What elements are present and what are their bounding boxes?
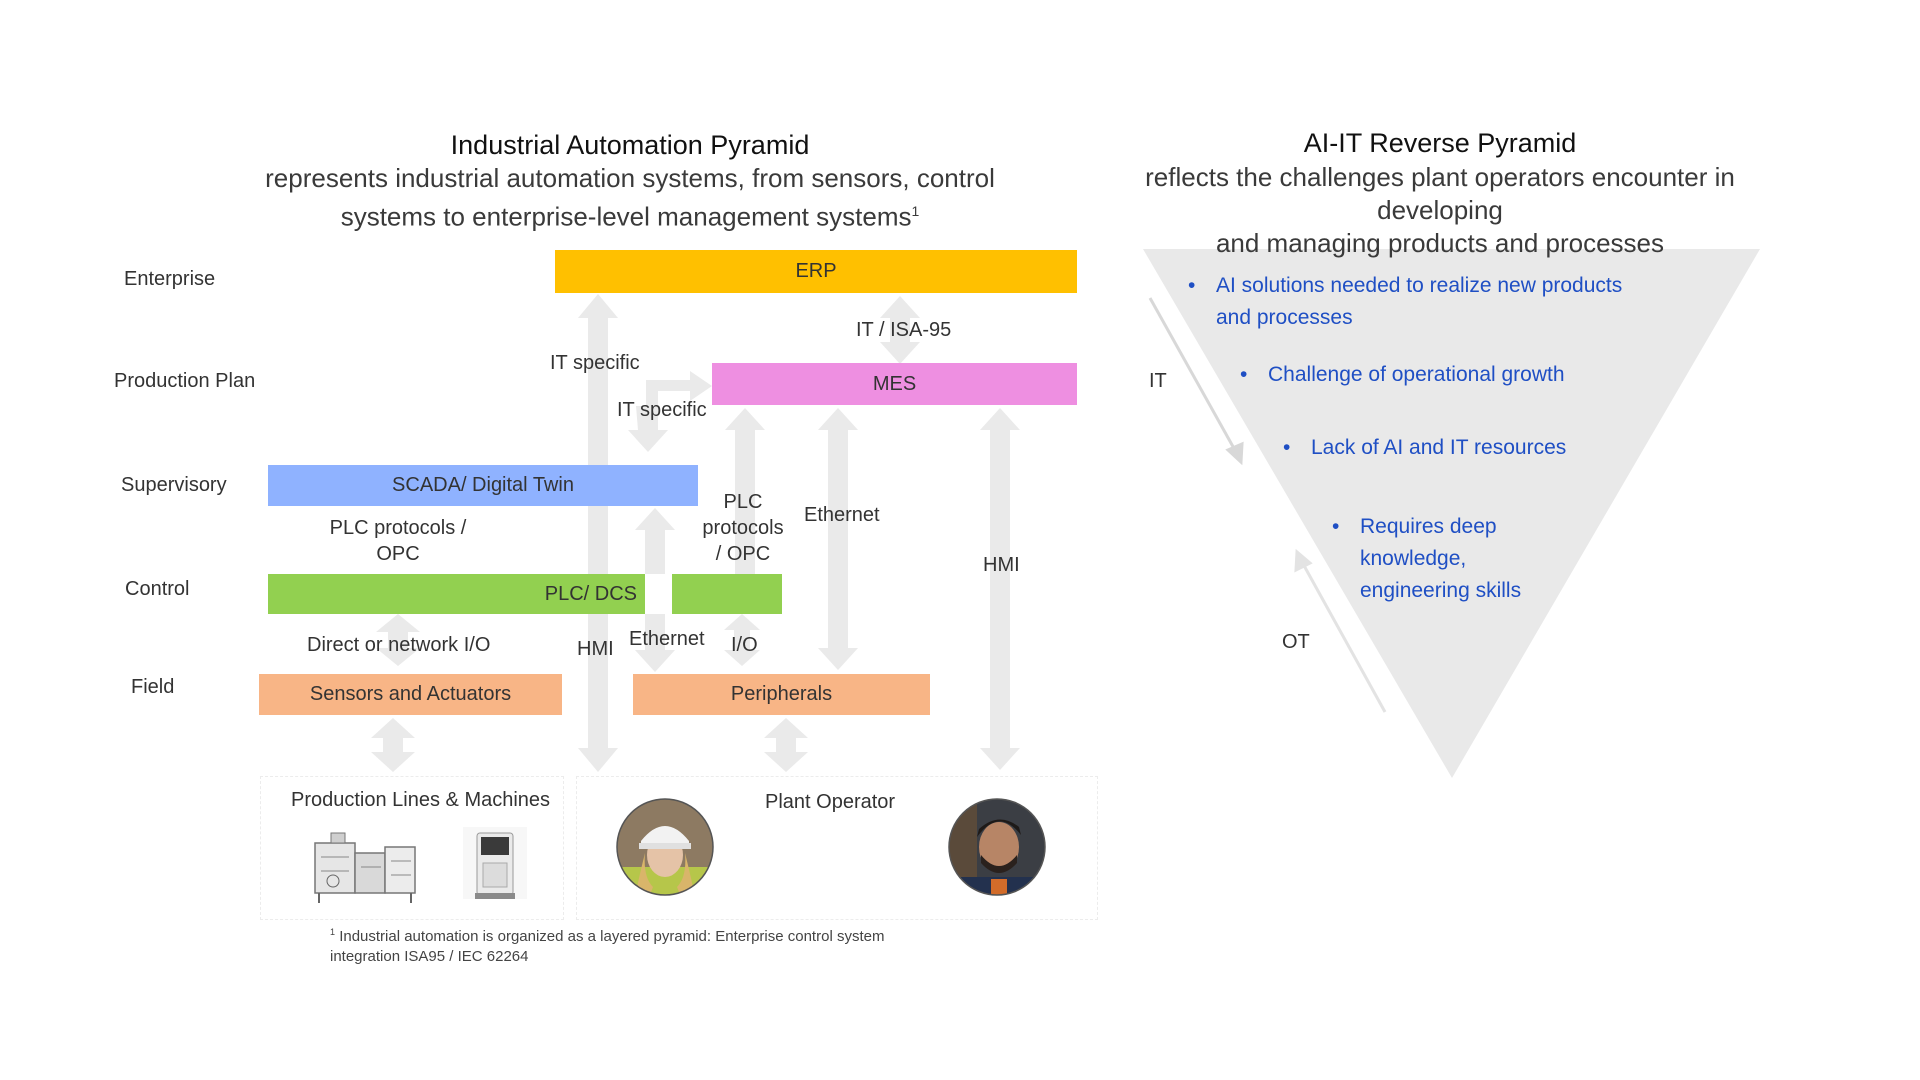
right-title: AI-IT Reverse Pyramid (1303, 128, 1577, 158)
footnote: 1 Industrial automation is organized as … (330, 922, 930, 967)
bullet-dot-3: • (1283, 436, 1291, 459)
plc-bar: PLC/ DCS (268, 574, 782, 614)
label-hmi-2: HMI (577, 638, 614, 660)
cabinet-machine-icon (463, 827, 527, 899)
left-subtitle-line1: represents industrial automation systems… (265, 163, 995, 193)
right-subtitle-line1: reflects the challenges plant operators … (1145, 162, 1735, 225)
bullet-operational-growth-text: Challenge of operational growth (1268, 363, 1565, 386)
label-ot: OT (1282, 631, 1310, 653)
label-it-isa95: IT / ISA-95 (856, 319, 952, 341)
erp-bar: ERP (555, 250, 1077, 293)
arrow-mes-operator (980, 408, 1020, 770)
label-plc-protocols-2-line1: PLC (723, 491, 763, 513)
bullet-operational-growth: • Challenge of operational growth (1240, 359, 1668, 391)
bullet-deep-knowledge: • Requires deep knowledge, engineering s… (1332, 511, 1600, 607)
plant-operator-panel: Plant Operator (576, 776, 1098, 920)
production-lines-label: Production Lines & Machines (291, 789, 551, 811)
bullet-dot-4: • (1332, 515, 1340, 538)
right-subtitle: reflects the challenges plant operators … (1080, 161, 1800, 260)
right-subtitle-line2: and managing products and processes (1215, 228, 1665, 258)
connector-arrows (371, 294, 1020, 772)
level-production-plan: Production Plan (114, 370, 256, 392)
bullet-deep-knowledge-line1: Requires deep (1360, 515, 1497, 538)
arrow-erp-mes (880, 296, 920, 364)
plc-bar-slot-white (645, 574, 672, 614)
ot-arrow (1294, 548, 1387, 713)
bullet-deep-knowledge-line2: knowledge, (1360, 547, 1467, 570)
level-control: Control (125, 578, 190, 600)
label-plc-protocols-2-line3: / OPC (715, 543, 771, 565)
label-it-specific-1: IT specific (550, 352, 640, 374)
label-plc-protocols-opc-line1: PLC protocols / (329, 517, 467, 539)
arrow-mes-plc (725, 408, 765, 600)
left-subtitle-footnote-mark: 1 (911, 203, 920, 219)
plant-operator-label: Plant Operator (765, 791, 896, 813)
operator-avatar-1 (616, 798, 714, 896)
plc-bar-label: PLC/ DCS (544, 582, 637, 605)
bullet-ai-solutions: • AI solutions needed to realize new pro… (1188, 270, 1656, 334)
arrow-peripherals-operator (764, 718, 808, 772)
level-field: Field (131, 676, 175, 698)
arrow-it-specific-bend (628, 371, 712, 452)
reverse-pyramid-triangle (1143, 249, 1760, 778)
bullet-lack-resources: • Lack of AI and IT resources (1283, 432, 1651, 464)
label-direct-network-io: Direct or network I/O (307, 634, 491, 656)
arrow-sensors-lines (371, 718, 415, 772)
level-enterprise: Enterprise (124, 268, 216, 290)
peripherals-bar: Peripherals (633, 674, 930, 715)
mes-bar: MES (712, 363, 1077, 405)
footnote-line2: integration ISA95 / IEC 62264 (330, 948, 529, 965)
label-it: IT (1149, 370, 1167, 392)
sensors-bar: Sensors and Actuators (259, 674, 562, 715)
arrow-mes-peripherals (818, 408, 858, 670)
label-hmi-1: HMI (983, 554, 1020, 576)
scada-bar: SCADA/ Digital Twin (268, 465, 698, 506)
footnote-mark: 1 (330, 927, 336, 937)
label-plc-protocols-2-line2: protocols (702, 517, 784, 539)
left-subtitle-line2: systems to enterprise-level management s… (340, 201, 912, 232)
level-supervisory: Supervisory (121, 474, 227, 496)
production-lines-panel: Production Lines & Machines (260, 776, 564, 920)
footnote-line1-wrap: 1 Industrial automation is organized as … (330, 922, 930, 947)
bullet-dot-2: • (1240, 363, 1248, 386)
arrow-plc-peripherals (724, 614, 760, 666)
label-ethernet-1: Ethernet (804, 504, 880, 526)
bullet-lack-resources-text: Lack of AI and IT resources (1311, 436, 1567, 459)
arrow-erp-hmi (578, 294, 618, 772)
operator-avatar-2 (948, 798, 1046, 896)
bullet-ai-solutions-line2: and processes (1216, 306, 1353, 329)
left-subtitle-line2-wrap: systems to enterprise-level management s… (250, 195, 1010, 234)
left-subtitle: represents industrial automation systems… (250, 162, 1010, 234)
label-ethernet-2: Ethernet (629, 628, 705, 650)
label-plc-protocols-opc-2: PLC protocols / OPC (697, 489, 789, 567)
label-plc-protocols-opc: PLC protocols / OPC (323, 515, 473, 567)
left-title: Industrial Automation Pyramid (450, 130, 810, 160)
label-it-specific-2: IT specific (617, 399, 707, 421)
it-arrow (1148, 297, 1244, 466)
bullet-dot-1: • (1188, 274, 1196, 297)
footnote-line1: Industrial automation is organized as a … (339, 928, 885, 945)
bullet-ai-solutions-line1: AI solutions needed to realize new produ… (1216, 274, 1623, 297)
label-io: I/O (731, 634, 758, 656)
bullet-deep-knowledge-line3: engineering skills (1360, 579, 1522, 602)
production-machine-icon (314, 832, 416, 903)
arrow-plc-sensors (376, 614, 420, 666)
label-plc-protocols-opc-line2: OPC (376, 543, 420, 565)
